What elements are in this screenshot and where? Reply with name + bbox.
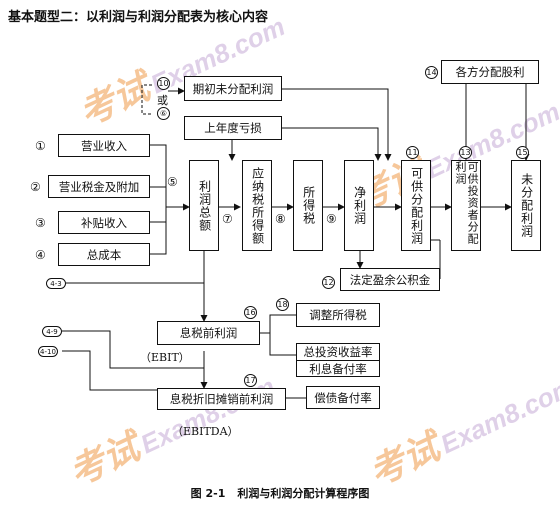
- taxable-income-box: 应纳税所得额: [242, 160, 272, 251]
- marker-4: ④: [35, 248, 46, 262]
- distributable-profit-box: 可供分配利润: [401, 160, 431, 251]
- ebitda-box: 息税折旧摊销前利润: [157, 388, 286, 410]
- dividends-payable-box: 各方分配股利: [441, 60, 539, 84]
- ref-4-9: 4-9: [42, 326, 62, 337]
- subsidy-income-box: 补贴收入: [58, 211, 150, 234]
- adjusted-income-tax-box: 调整所得税: [296, 303, 380, 327]
- interest-coverage-box: 利息备付率: [296, 360, 380, 377]
- marker-3: ③: [35, 216, 46, 230]
- total-cost-box: 总成本: [58, 243, 150, 266]
- opening-undistributed-profit-box: 期初未分配利润: [184, 76, 282, 101]
- marker-10: 10: [157, 77, 170, 90]
- marker-6: ⑥: [157, 107, 170, 120]
- operating-revenue-box: 营业收入: [58, 134, 150, 157]
- marker-1: ①: [35, 139, 46, 153]
- marker-2: ②: [30, 180, 41, 194]
- ref-4-10: 4-10: [38, 346, 58, 357]
- marker-12: 12: [322, 276, 335, 289]
- operating-tax-box: 营业税金及附加: [48, 175, 150, 198]
- marker-18: 18: [276, 298, 289, 311]
- marker-11: 11: [406, 146, 419, 159]
- marker-8: ⑧: [275, 212, 286, 226]
- statutory-reserve-box: 法定盈余公积金: [340, 268, 440, 291]
- ref-4-3: 4-3: [46, 278, 66, 289]
- ebitda-tag: （EBITDA）: [172, 425, 239, 438]
- marker-7: ⑦: [222, 212, 233, 226]
- or-label: 或: [157, 94, 168, 107]
- debt-service-coverage-box: 偿债备付率: [306, 386, 380, 409]
- total-profit-box: 利润总额: [189, 160, 219, 251]
- roi-box: 总投资收益率: [296, 343, 380, 360]
- marker-14: 14: [425, 66, 438, 79]
- marker-9: ⑨: [326, 212, 337, 226]
- marker-13: 13: [459, 146, 472, 159]
- marker-15: 15: [516, 146, 529, 159]
- prior-year-loss-box: 上年度亏损: [184, 116, 282, 140]
- figure-number: 图 2-1: [190, 487, 226, 500]
- figure-caption: 图 2-1 利润与利润分配计算程序图: [0, 485, 560, 501]
- marker-5: ⑤: [167, 175, 178, 189]
- page-heading: 基本题型二：以利润与利润分配表为核心内容: [8, 10, 269, 25]
- marker-17: 17: [244, 374, 257, 387]
- undistributed-profit-box: 未分配利润: [511, 160, 541, 251]
- investor-distributable-profit-box: 可供投资者分配利润: [451, 160, 481, 251]
- ebit-tag: （EBIT）: [140, 351, 190, 364]
- net-profit-box: 净利润: [344, 160, 374, 251]
- income-tax-box: 所得税: [293, 160, 323, 251]
- marker-16: 16: [244, 306, 257, 319]
- figure-title: 利润与利润分配计算程序图: [237, 487, 370, 500]
- ebit-box: 息税前利润: [157, 321, 260, 345]
